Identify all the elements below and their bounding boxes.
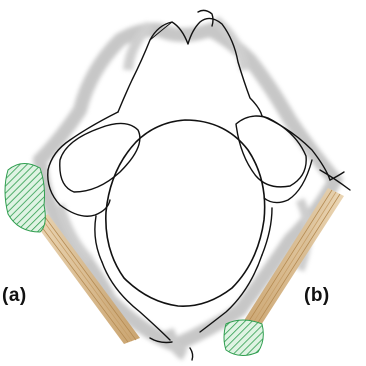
panel-label-a: (a) [2,285,27,307]
pencil-shading [40,20,335,355]
attachment-region-b [224,320,263,356]
muscle-band-b [238,188,344,336]
attachment-region-a [5,163,45,232]
panel-label-b: (b) [304,285,330,307]
